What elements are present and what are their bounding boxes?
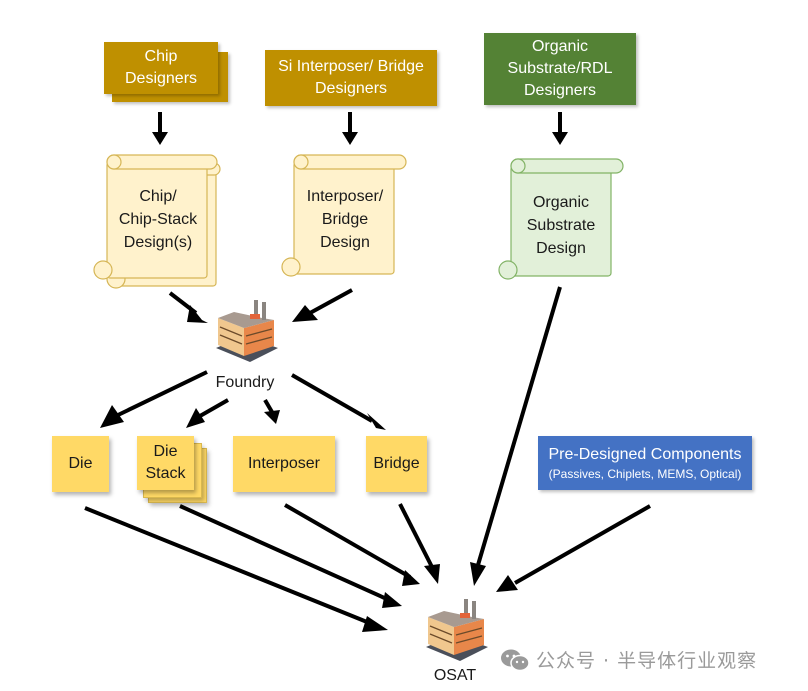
watermark-text: 公众号 · 半导体行业观察	[536, 650, 758, 672]
organic-designers-line-2: Substrate/RDL	[507, 60, 613, 77]
arrow-organic-design-to-osat	[476, 286, 562, 566]
arrowhead	[186, 408, 205, 428]
arrow-bridge-to-osat	[398, 503, 434, 568]
chip-design-line-3: Design(s)	[123, 234, 193, 251]
interposer-designers-box: Si Interposer/ Bridge Designers	[265, 50, 437, 106]
arrowhead	[362, 616, 388, 632]
osat-label: OSAT	[433, 667, 477, 684]
predesigned-title: Pre-Designed Components	[548, 445, 742, 463]
design-scrolls	[93, 154, 624, 289]
arrow-die-to-osat	[84, 506, 373, 626]
organic-design-scroll	[498, 158, 624, 280]
arrow-foundry-to-interposer	[263, 398, 274, 414]
arrow-predesigned-to-osat	[514, 504, 651, 585]
predesigned-subtitle: (Passives, Chiplets, MEMS, Optical)	[548, 466, 742, 481]
chip-design-line-1: Chip/	[139, 188, 177, 205]
organic-design-line-1: Organic	[532, 194, 590, 211]
interposer-design-label: Interposer/ Bridge Design	[295, 172, 395, 267]
arrowhead	[470, 562, 486, 586]
chip-design-scroll	[93, 154, 218, 280]
part-bridge: Bridge	[366, 436, 427, 492]
arrow-interposer-to-osat	[284, 503, 411, 579]
chip-designers-line-1: Chip	[144, 48, 178, 65]
arrowhead	[402, 570, 420, 586]
arrowhead	[152, 132, 168, 145]
part-die-stack-line-2: Stack	[145, 465, 186, 482]
watermark: 公众号 · 半导体行业观察	[500, 646, 757, 673]
chip-designers-box: Chip Designers	[104, 42, 218, 94]
arrow-foundry-to-die-stack	[199, 398, 229, 418]
arrow-die-stack-to-osat	[179, 504, 390, 602]
arrowhead	[292, 305, 318, 322]
arrowhead	[424, 564, 440, 584]
arrowhead	[367, 413, 386, 430]
wechat-icon	[501, 649, 530, 671]
part-die-stack: Die Stack	[137, 436, 194, 490]
predesigned-components-box: Pre-Designed Components (Passives, Chipl…	[538, 436, 752, 490]
interposer-designers-line-2: Designers	[314, 80, 388, 97]
chip-design-line-2: Chip-Stack	[118, 211, 198, 228]
organic-design-line-3: Design	[536, 240, 586, 257]
arrow-interposer-design-to-foundry	[309, 288, 353, 315]
foundry-factory-icon	[216, 300, 278, 362]
part-die: Die	[52, 436, 109, 492]
foundry-label: Foundry	[215, 374, 275, 391]
arrow-foundry-to-die	[117, 370, 208, 417]
part-interposer-label: Interposer	[247, 455, 321, 472]
arrowhead	[100, 405, 124, 428]
organic-designers-line-3: Designers	[523, 82, 597, 99]
part-bridge-label: Bridge	[373, 455, 420, 472]
arrow-foundry-to-bridge	[291, 373, 373, 423]
arrowhead	[264, 410, 280, 424]
part-die-stack-line-1: Die	[153, 443, 178, 460]
arrowhead	[187, 305, 208, 323]
part-interposer: Interposer	[233, 436, 335, 492]
interposer-design-line-2: Bridge	[321, 211, 369, 228]
interposer-design-scroll	[281, 154, 407, 277]
part-die-label: Die	[68, 455, 93, 472]
interposer-design-line-3: Design	[320, 234, 370, 251]
arrowhead	[496, 575, 518, 592]
organic-design-line-2: Substrate	[526, 217, 596, 234]
organic-designers-box: Organic Substrate/RDL Designers	[484, 33, 636, 105]
interposer-design-line-1: Interposer/	[306, 188, 384, 205]
osat-factory-icon	[426, 599, 488, 661]
chip-designers-line-2: Designers	[124, 70, 198, 87]
interposer-designers-line-1: Si Interposer/ Bridge	[278, 58, 424, 75]
arrowhead	[552, 132, 568, 145]
organic-designers-line-1: Organic	[531, 38, 589, 55]
organic-design-label: Organic Substrate Design	[511, 178, 611, 273]
arrowhead	[342, 132, 358, 145]
chip-design-label: Chip/ Chip-Stack Design(s)	[110, 172, 206, 267]
arrowhead	[382, 592, 402, 608]
